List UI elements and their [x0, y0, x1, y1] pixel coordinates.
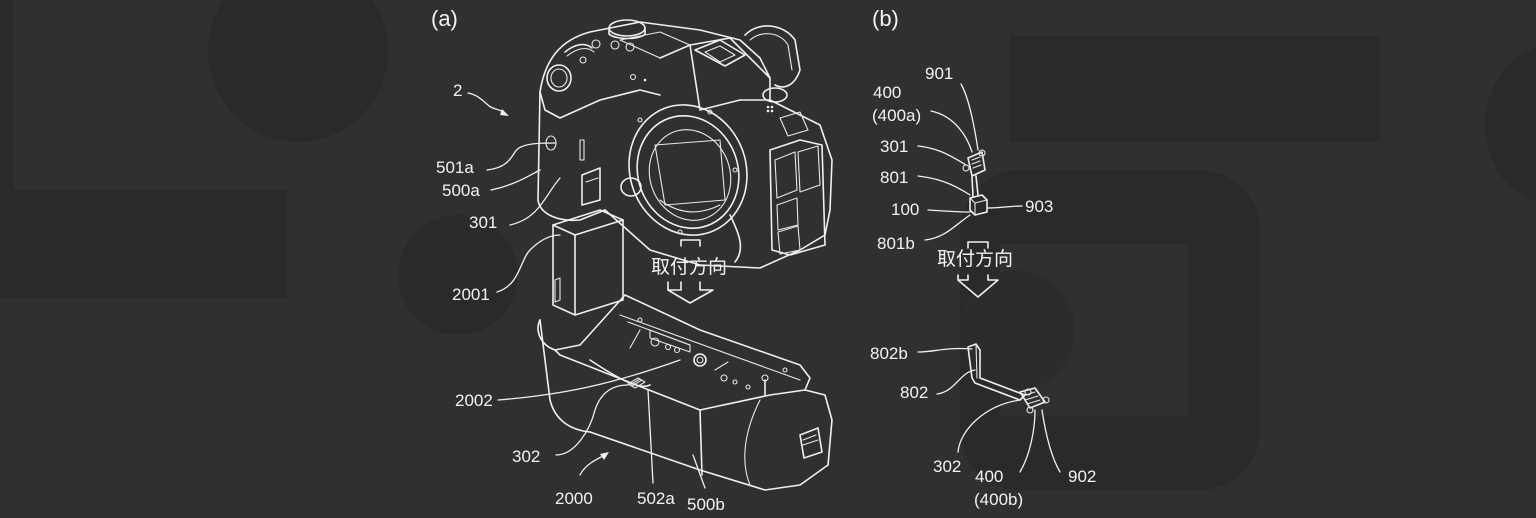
bg-shape-circle-b: [960, 270, 1075, 390]
ref-label-2001: 2001: [452, 285, 490, 304]
ref-label-801b: 801b: [877, 234, 915, 253]
leader-lines-b: [917, 83, 1061, 473]
ref-label-2: 2: [453, 81, 462, 100]
ref-label-400-upper: 400: [873, 83, 901, 102]
bg-shape-bar-left: [0, 190, 287, 298]
ref-label-100: 100: [891, 200, 919, 219]
ref-label-902: 902: [1068, 467, 1096, 486]
ref-label-400-lower: 400: [975, 467, 1003, 486]
panel-b: (b) 取付方向: [870, 6, 1096, 509]
leader-lines-a: [467, 92, 706, 489]
battery-drawing: [552, 209, 624, 316]
direction-text-a: 取付方向: [651, 256, 727, 278]
bg-shape-bar-right: [1010, 36, 1380, 142]
ref-label-903: 903: [1025, 197, 1053, 216]
ref-label-301-a: 301: [469, 213, 497, 232]
ref-label-400a: (400a): [872, 106, 921, 125]
bg-shape-circle-mid: [398, 215, 518, 335]
ref-label-302-b: 302: [933, 457, 961, 476]
ref-label-302-a: 302: [512, 447, 540, 466]
lower-contact-drawing: [967, 343, 1050, 414]
ref-label-500b: 500b: [687, 495, 725, 514]
ref-label-301-b: 301: [880, 137, 908, 156]
ref-label-802b: 802b: [870, 344, 908, 363]
ref-label-501a: 501a: [436, 158, 474, 177]
ref-label-901: 901: [925, 64, 953, 83]
panel-a: (a): [431, 6, 833, 514]
ref-label-2002: 2002: [455, 391, 493, 410]
bg-shape-strip-left: [0, 0, 13, 190]
upper-contact-drawing: [962, 149, 988, 216]
ref-label-400b: (400b): [974, 490, 1023, 509]
ref-label-500a: 500a: [442, 181, 480, 200]
panel-a-label: (a): [431, 6, 458, 31]
panel-b-label: (b): [872, 6, 899, 31]
direction-text-b: 取付方向: [937, 248, 1013, 270]
ref-label-502a: 502a: [637, 489, 675, 508]
direction-arrow-b: 取付方向: [937, 241, 1013, 298]
bg-shape-circle-top: [208, 0, 388, 142]
battery-grip-drawing: [537, 294, 833, 491]
ref-label-801: 801: [880, 168, 908, 187]
ref-label-802: 802: [900, 383, 928, 402]
camera-body-drawing: [537, 19, 833, 269]
ref-label-2000: 2000: [555, 489, 593, 508]
direction-arrow-a: 取付方向: [651, 239, 727, 304]
